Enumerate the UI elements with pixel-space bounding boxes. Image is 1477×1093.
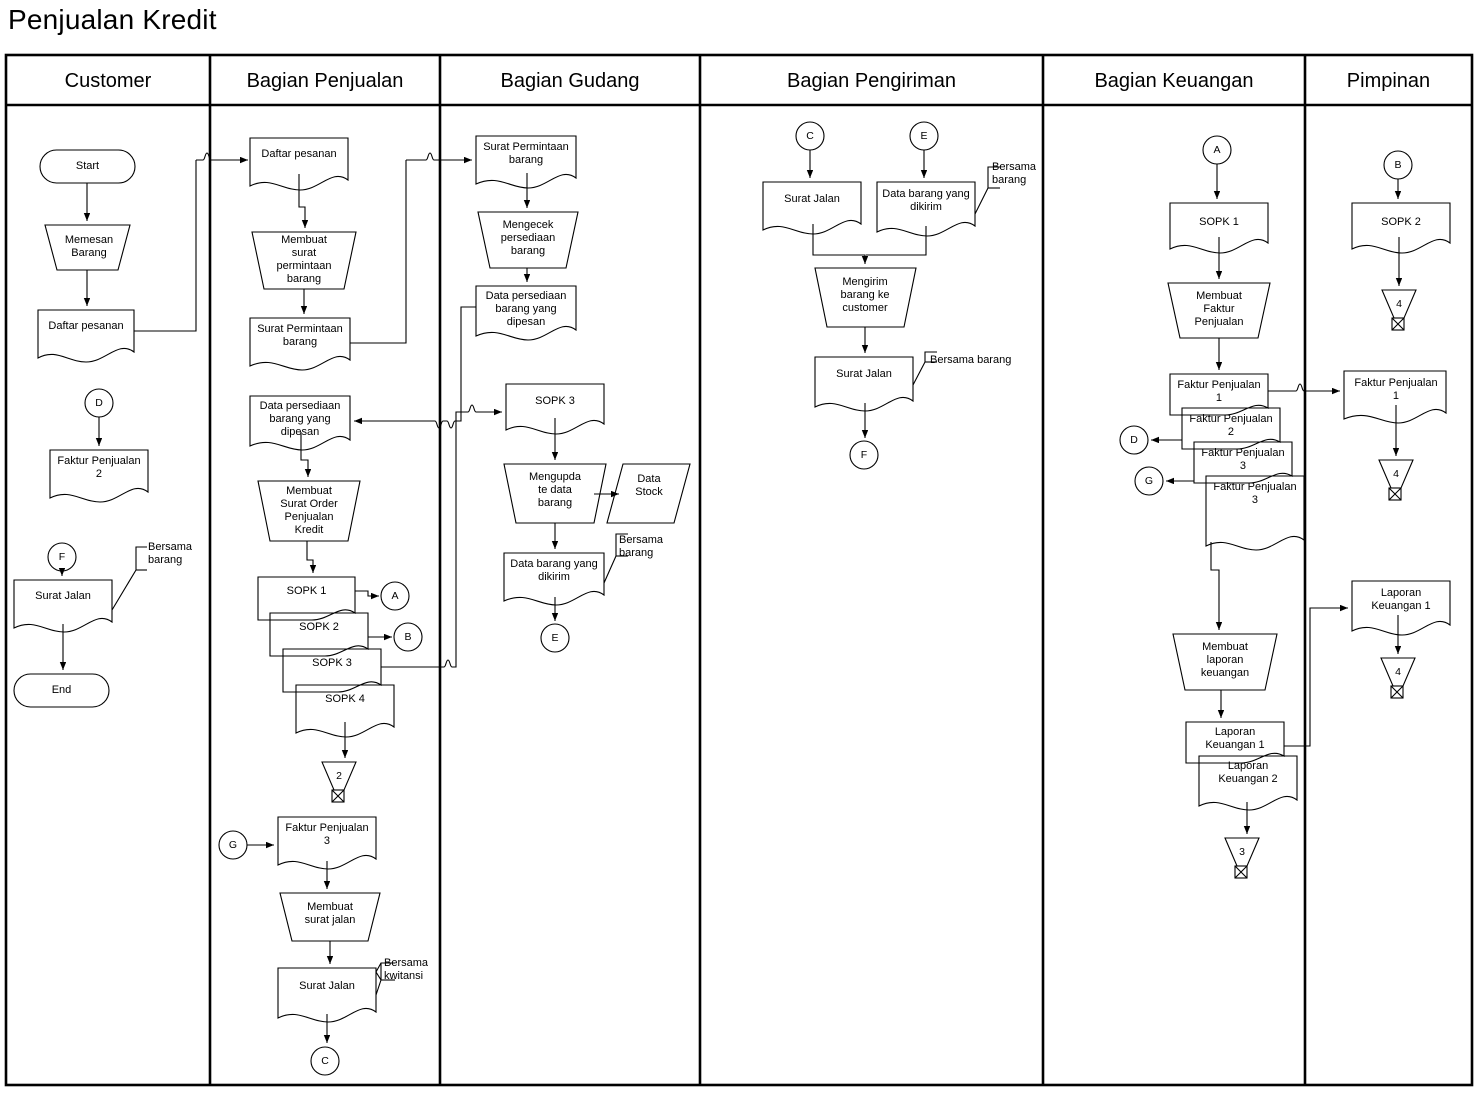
column-header-label: Bagian Penjualan (246, 70, 404, 92)
note-bersama-barang-gudang: Bersama barang (619, 534, 664, 559)
column-header-bagian-keuangan: Bagian Keuangan (1043, 57, 1305, 105)
column-header-bagian-gudang: Bagian Gudang (440, 57, 700, 105)
note-bersama-barang-pengiriman-bottom: Bersama barang (930, 354, 1012, 366)
note-bersama-barang-pengiriman-top: Bersama barang (992, 161, 1037, 186)
column-header-customer: Customer (6, 57, 210, 105)
column-header-bagian-pengiriman: Bagian Pengiriman (700, 57, 1043, 105)
column-header-bagian-penjualan: Bagian Penjualan (210, 57, 440, 105)
column-header-label: Bagian Gudang (500, 70, 640, 92)
page-title: Penjualan Kredit (8, 4, 217, 35)
note-bersama-barang-customer: Bersama barang (148, 541, 193, 566)
column-header-label: Bagian Keuangan (1094, 70, 1254, 92)
note-bersama-kwitansi: Bersama kwitansi (384, 957, 429, 982)
column-header-pimpinan: Pimpinan (1305, 57, 1472, 105)
column-header-label: Bagian Pengiriman (787, 70, 956, 92)
column-header-label: Customer (64, 70, 152, 92)
column-header-label: Pimpinan (1346, 70, 1431, 92)
